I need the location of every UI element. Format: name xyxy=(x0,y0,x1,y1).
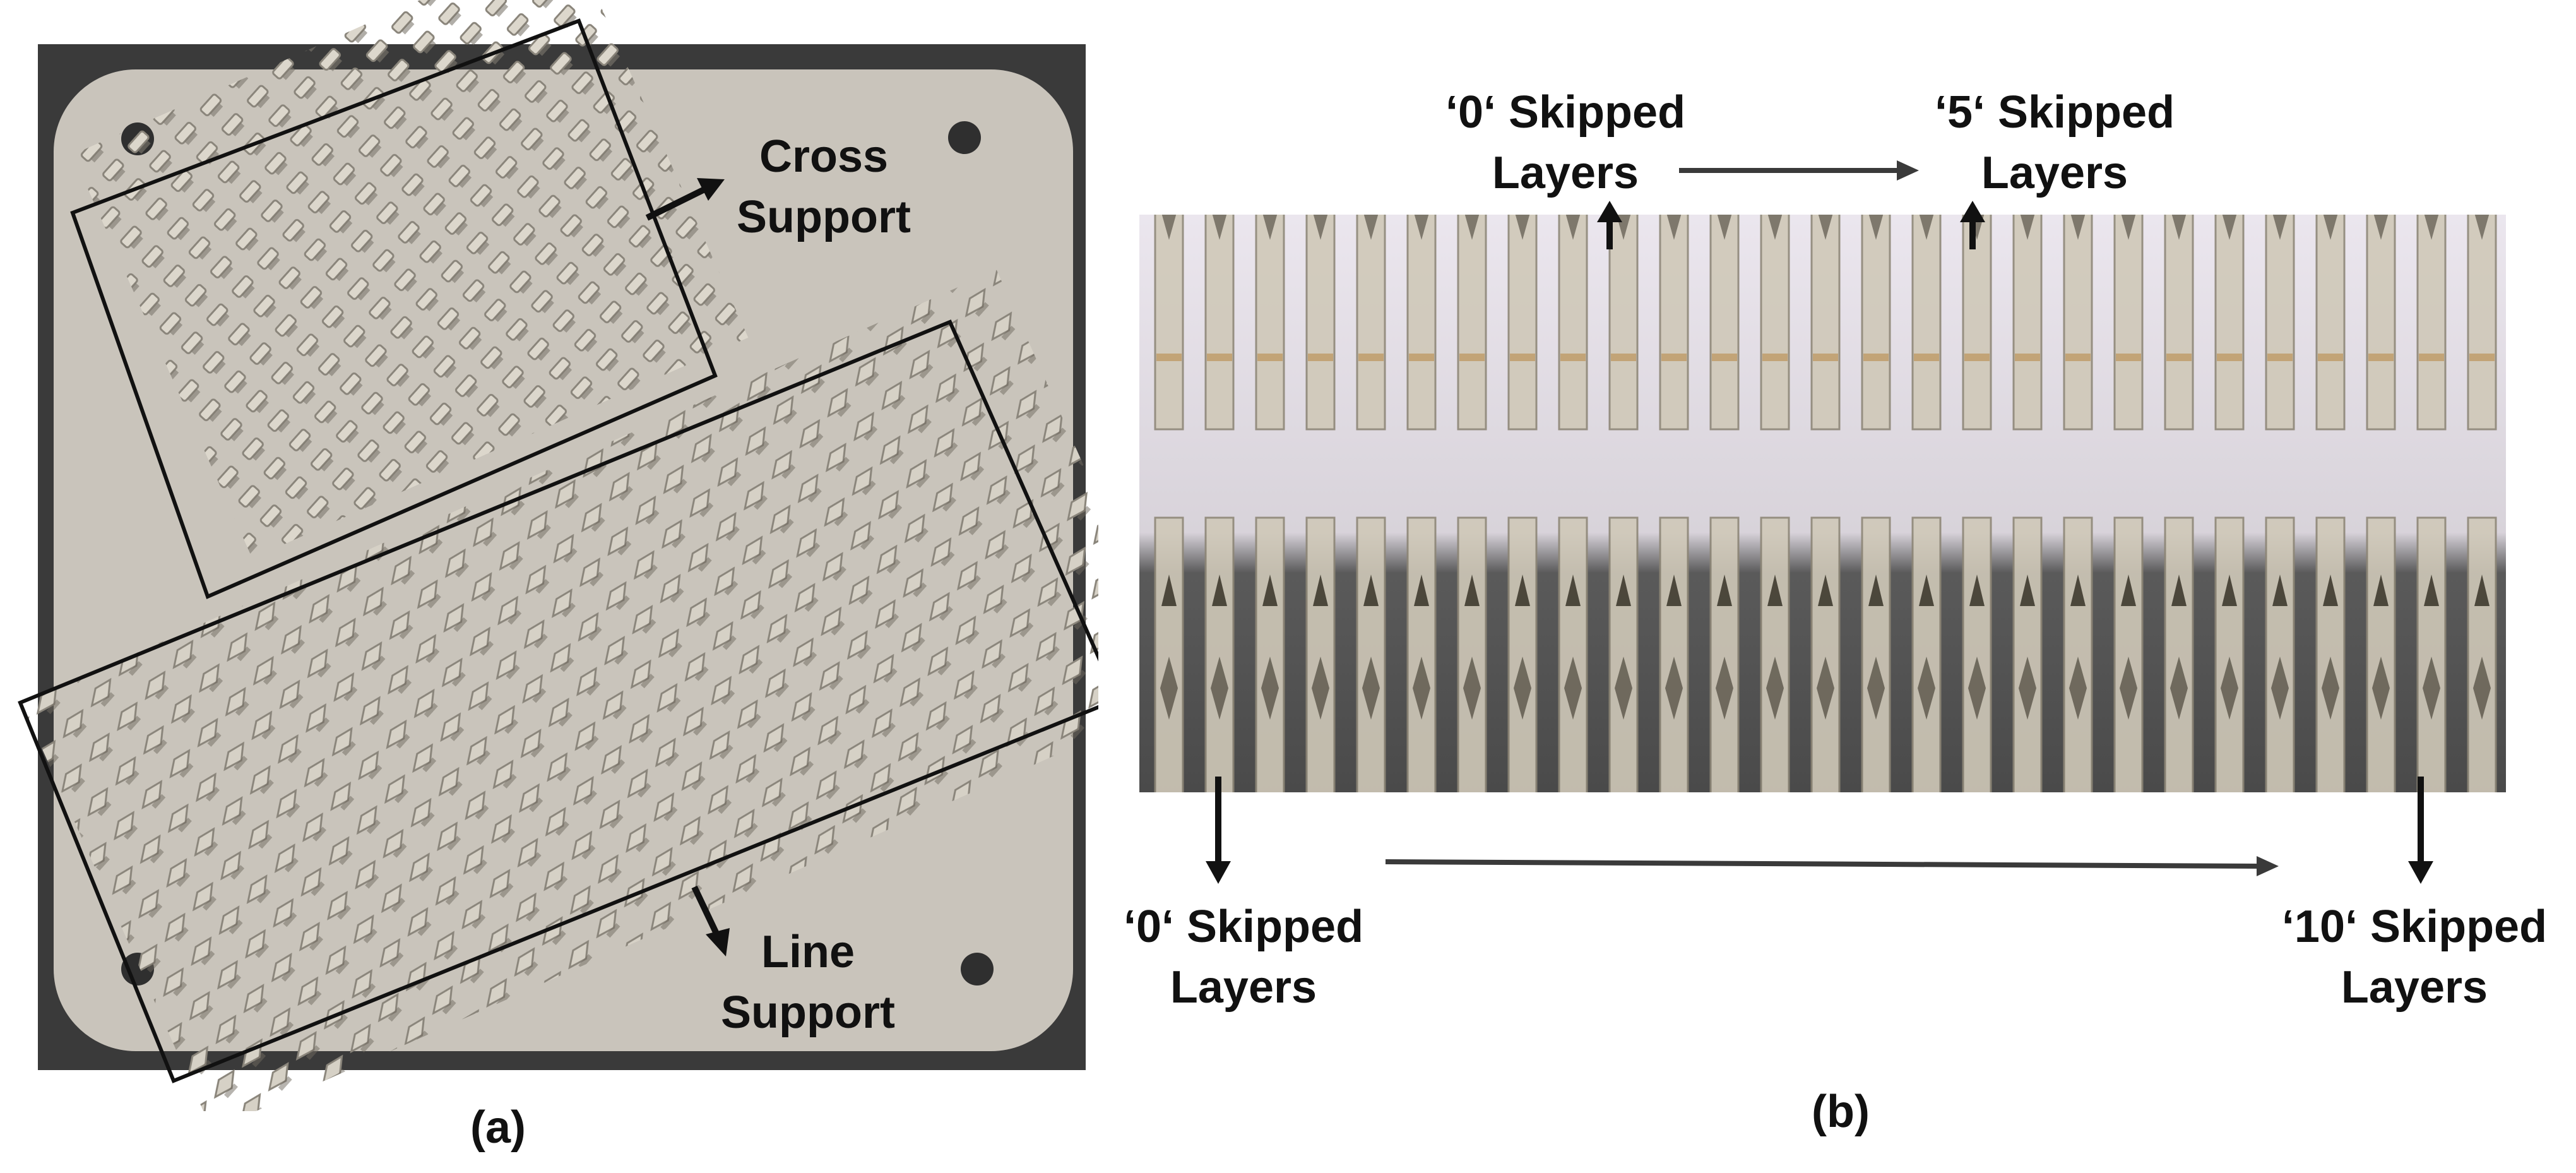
bottom-progress-arrow xyxy=(1385,859,2260,869)
line-support-parts xyxy=(22,270,1098,1111)
caption-b: (b) xyxy=(1812,1087,1870,1137)
caption-a: (a) xyxy=(470,1102,526,1153)
cross-support-arrow xyxy=(645,185,709,221)
label-top-right: ‘5‘ Skipped Layers xyxy=(1934,87,2175,198)
line-support-arrow xyxy=(691,885,721,939)
specimen-rows xyxy=(1139,215,2506,792)
panel-a: Cross Support Line Support (a) xyxy=(0,0,1098,1173)
skipped-layers-photo xyxy=(1139,160,2506,884)
label-top-left: ‘0‘ Skipped Layers xyxy=(1445,87,1686,198)
label-bottom-left: ‘0‘ Skipped Layers xyxy=(1123,902,1364,1013)
line-support-label: Line Support xyxy=(721,927,895,1038)
bolt-hole xyxy=(948,121,981,154)
build-plate-photo xyxy=(18,0,1098,1111)
cross-support-parts xyxy=(73,0,749,559)
cross-support-box xyxy=(70,18,718,600)
bolt-hole xyxy=(961,953,994,985)
panel-b: ‘0‘ Skipped Layers ‘5‘ Skipped Layers ‘0… xyxy=(1098,0,2576,1173)
cross-support-label: Cross Support xyxy=(737,131,911,242)
label-bottom-right: ‘10‘ Skipped Layers xyxy=(2281,902,2548,1013)
line-support-box xyxy=(18,319,1098,1083)
